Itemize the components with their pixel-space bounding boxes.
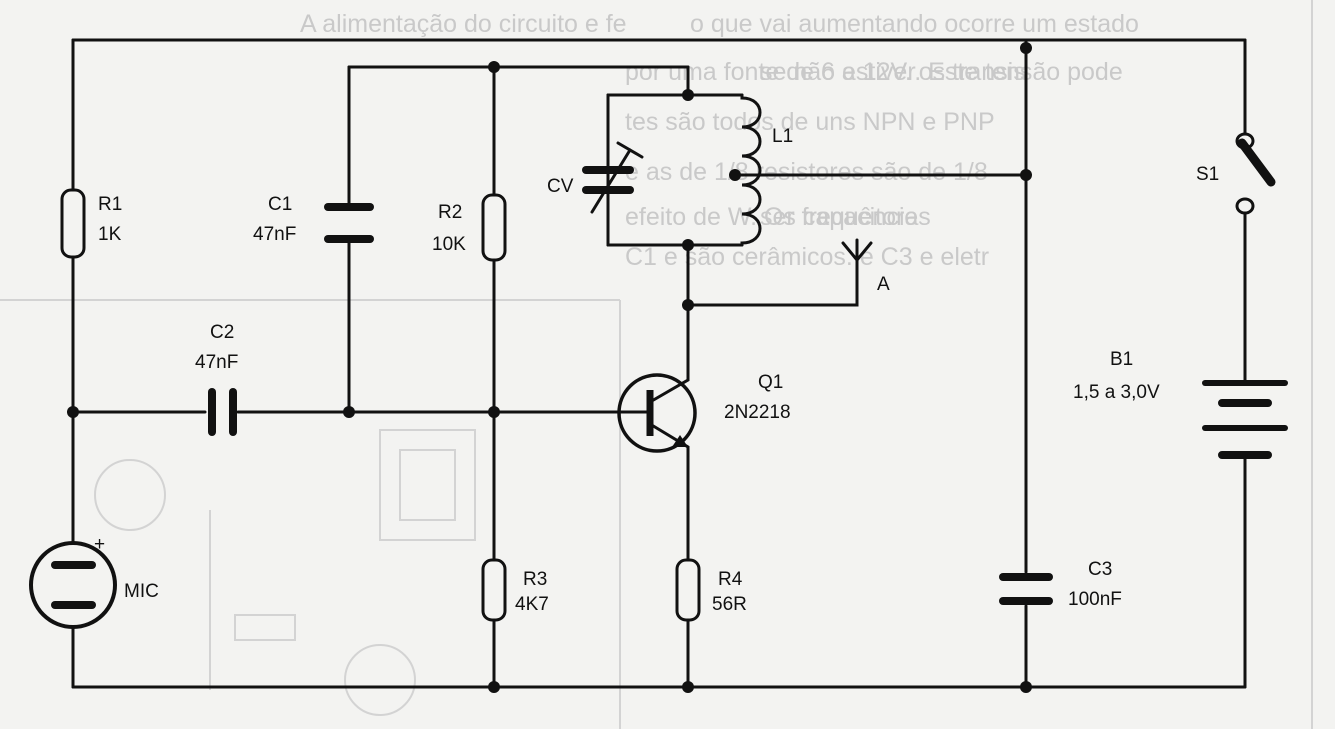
coil-tap-dot bbox=[729, 169, 741, 181]
junction-dot bbox=[488, 61, 500, 73]
r1-name-label: R1 bbox=[98, 194, 122, 215]
bleed-text-line: ser frequência bbox=[760, 203, 919, 231]
resistor-body bbox=[481, 558, 507, 622]
wires bbox=[71, 38, 1247, 689]
resistor-body bbox=[675, 558, 701, 622]
ghost-resistor bbox=[234, 614, 296, 641]
bleed-text-line: efeito de W. Os capacitores bbox=[625, 203, 931, 231]
r3-value-label: 4K7 bbox=[515, 594, 549, 615]
transistor-q1: Q1 2N2218 bbox=[617, 372, 791, 457]
r3-name-label: R3 bbox=[523, 569, 547, 590]
junction-dot bbox=[682, 299, 694, 311]
s1-name-label: S1 bbox=[1196, 164, 1219, 185]
junction-dot bbox=[488, 406, 500, 418]
c1-name-label: C1 bbox=[268, 194, 292, 215]
ghost-box bbox=[399, 449, 456, 521]
antenna: A bbox=[841, 238, 890, 295]
resistor-r2: R2 10K bbox=[432, 193, 507, 262]
junction-dot bbox=[682, 89, 694, 101]
battery-b1: B1 1,5 a 3,0V bbox=[1073, 349, 1288, 459]
junction-dots bbox=[67, 42, 1032, 693]
mic-polarity-label: + bbox=[94, 534, 105, 555]
r4-name-label: R4 bbox=[718, 569, 743, 590]
tuning-arrow bbox=[590, 148, 632, 214]
b1-name-label: B1 bbox=[1110, 349, 1133, 370]
l1-name-label: L1 bbox=[772, 126, 793, 147]
junction-dot bbox=[1020, 42, 1032, 54]
bleed-text-line: A alimentação do circuito e fe bbox=[300, 10, 627, 38]
switch-s1: S1 bbox=[1196, 132, 1276, 215]
resistor-body bbox=[60, 188, 86, 259]
antenna-icon bbox=[841, 238, 873, 262]
mic-name-label: MIC bbox=[124, 581, 159, 602]
c2-name-label: C2 bbox=[210, 322, 234, 343]
resistor-r4: R4 56R bbox=[675, 558, 747, 622]
junction-dot bbox=[682, 681, 694, 693]
junction-dot bbox=[1020, 681, 1032, 693]
c3-value-label: 100nF bbox=[1068, 589, 1122, 610]
microphone-mic: + MIC bbox=[29, 534, 159, 629]
r2-value-label: 10K bbox=[432, 234, 466, 255]
ghost-box bbox=[379, 429, 476, 541]
junction-dot bbox=[488, 681, 500, 693]
switch-lever bbox=[1237, 138, 1276, 187]
cv-name-label: CV bbox=[547, 176, 574, 197]
capacitor-c2: C2 47nF bbox=[195, 322, 238, 436]
bleed-text-line: se não estiver. Este tensão pode bbox=[760, 58, 1123, 86]
junction-dot bbox=[682, 239, 694, 251]
r1-value-label: 1K bbox=[98, 224, 122, 245]
junction-dot bbox=[67, 406, 79, 418]
junction-dot bbox=[1020, 169, 1032, 181]
q1-name-label: Q1 bbox=[758, 372, 783, 393]
bleed-text-line: por uma fonte de 6 a 12V. os transis bbox=[625, 58, 1026, 86]
tuning-arrow-head bbox=[616, 141, 644, 159]
bleed-text-line: tes são todos de uns NPN e PNP bbox=[625, 108, 995, 136]
bleed-text-line: o que vai aumentando ocorre um estado bbox=[690, 10, 1139, 38]
capacitor-c3: C3 100nF bbox=[999, 559, 1122, 610]
collector-lead bbox=[648, 373, 690, 404]
r2-name-label: R2 bbox=[438, 202, 462, 223]
switch-contact bbox=[1235, 197, 1255, 215]
bleed-through-text: A alimentação do circuito e fe o que vai… bbox=[300, 10, 1139, 271]
resistor-r3: R3 4K7 bbox=[481, 558, 549, 622]
r4-value-label: 56R bbox=[712, 594, 747, 615]
inductor-l1: L1 bbox=[729, 93, 793, 247]
resistor-r1: R1 1K bbox=[60, 188, 122, 259]
b1-value-label: 1,5 a 3,0V bbox=[1073, 382, 1160, 403]
ghost-lines bbox=[0, 299, 621, 729]
bleed-text-line: e as de 1/8 resistores são de 1/8 bbox=[625, 158, 988, 186]
ghost-circle bbox=[344, 644, 416, 716]
c3-name-label: C3 bbox=[1088, 559, 1112, 580]
coil-windings bbox=[740, 93, 762, 247]
q1-value-label: 2N2218 bbox=[724, 402, 791, 423]
ghost-circle bbox=[94, 459, 166, 531]
mic-body bbox=[29, 541, 117, 629]
junction-dot bbox=[343, 406, 355, 418]
c2-value-label: 47nF bbox=[195, 352, 238, 373]
resistor-body bbox=[481, 193, 507, 262]
capacitor-c1: C1 47nF bbox=[253, 194, 374, 245]
emitter-arrow-icon bbox=[672, 435, 688, 447]
c1-value-label: 47nF bbox=[253, 224, 296, 245]
variable-capacitor-cv: CV bbox=[547, 93, 644, 247]
antenna-label: A bbox=[877, 274, 890, 295]
bleed-text-line: C1 e são cerâmicos. e C3 e eletr bbox=[625, 243, 989, 271]
